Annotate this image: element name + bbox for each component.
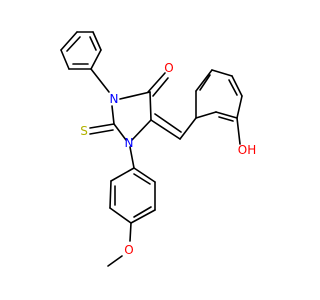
atom-s-label: S bbox=[80, 124, 88, 138]
bond bbox=[109, 180, 112, 209]
bond bbox=[60, 31, 78, 51]
bond bbox=[60, 49, 70, 70]
bonds bbox=[60, 31, 243, 267]
bond bbox=[129, 222, 132, 242]
bond bbox=[113, 123, 127, 141]
bond bbox=[110, 167, 135, 182]
bond bbox=[111, 105, 115, 125]
bond bbox=[236, 117, 241, 145]
bond bbox=[90, 68, 110, 93]
bond bbox=[218, 116, 234, 122]
bond bbox=[195, 69, 213, 92]
bond bbox=[119, 91, 151, 100]
bond bbox=[66, 36, 81, 52]
bond bbox=[107, 255, 123, 267]
atom-oh-label: OH bbox=[238, 143, 256, 157]
bond bbox=[129, 146, 135, 169]
atom-n3-label: N bbox=[110, 92, 119, 106]
molecule-canvas: N O S N OH O bbox=[60, 31, 256, 267]
bond bbox=[90, 49, 102, 70]
bond bbox=[92, 31, 102, 51]
atom-n1-label: N bbox=[125, 136, 134, 150]
bond bbox=[150, 119, 181, 140]
bond bbox=[89, 36, 97, 51]
bond bbox=[133, 167, 156, 183]
bond bbox=[152, 77, 169, 97]
bond bbox=[133, 206, 152, 218]
molecule-structure: N O S N OH O bbox=[60, 31, 256, 267]
bond bbox=[154, 113, 182, 133]
bond bbox=[215, 111, 238, 119]
atom-labels: N O S N OH O bbox=[80, 61, 256, 257]
bond bbox=[147, 72, 166, 93]
bond bbox=[130, 209, 156, 224]
bond bbox=[89, 123, 115, 129]
bond bbox=[236, 95, 243, 119]
bond bbox=[195, 111, 217, 119]
atom-o-methoxy-label: O bbox=[124, 243, 133, 257]
bond bbox=[131, 119, 152, 141]
bond bbox=[199, 74, 211, 91]
atom-o-carbonyl-label: O bbox=[164, 61, 173, 75]
bond bbox=[149, 91, 152, 121]
bond bbox=[89, 129, 114, 135]
bond bbox=[133, 173, 151, 185]
bond bbox=[179, 117, 197, 140]
bond bbox=[228, 79, 238, 96]
bond bbox=[231, 75, 243, 97]
bond bbox=[211, 69, 233, 77]
bond bbox=[109, 207, 132, 224]
